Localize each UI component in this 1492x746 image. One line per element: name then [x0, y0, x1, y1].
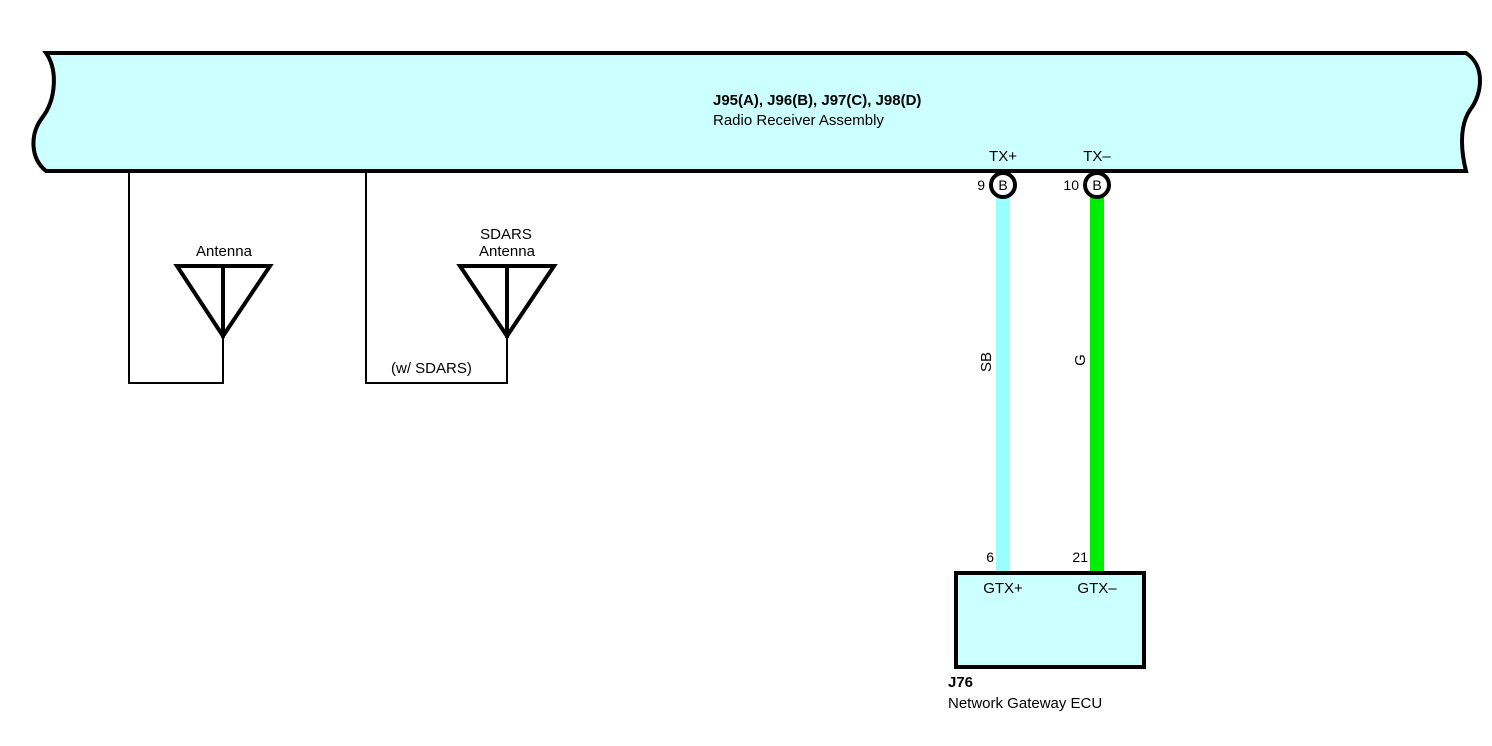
gateway-connector-label: J76 — [948, 674, 973, 691]
antenna-wire — [128, 171, 224, 384]
sdars-antenna-label-line2: Antenna — [479, 243, 536, 260]
pin-gtx-minus-label: GTX– — [1077, 580, 1117, 597]
antenna-label: Antenna — [196, 243, 253, 260]
pin-tx-plus-number: 9 — [977, 177, 985, 193]
sdars-antenna-circuit: SDARS Antenna (w/ SDARS) — [365, 171, 558, 384]
pin-gtx-plus-number: 6 — [986, 549, 994, 565]
pin-gtx-minus-number: 21 — [1072, 549, 1088, 565]
sdars-condition-label: (w/ SDARS) — [391, 360, 472, 377]
gateway-ecu-body — [954, 571, 1146, 669]
radio-receiver-body — [31, 51, 1482, 173]
sdars-antenna-label-line1: SDARS — [480, 226, 532, 243]
network-gateway-ecu: 6 21 GTX+ GTX– J76 Network Gateway ECU — [948, 549, 1146, 712]
radio-pin-tx-minus: TX– 10 B — [1063, 148, 1111, 199]
antenna-circuit: Antenna — [128, 171, 274, 384]
radio-receiver-assembly: J95(A), J96(B), J97(C), J98(D) Radio Rec… — [31, 51, 1482, 173]
pin-tx-minus-label: TX– — [1083, 148, 1111, 165]
radio-receiver-name: Radio Receiver Assembly — [713, 112, 884, 129]
pin-tx-plus-label: TX+ — [989, 148, 1017, 165]
connector-terminal-icon — [989, 171, 1017, 199]
wire-sb — [996, 196, 1010, 573]
sdars-antenna-wire — [365, 171, 508, 384]
wire-g-code: G — [1072, 354, 1089, 366]
radio-pin-tx-plus: TX+ 9 B — [977, 148, 1017, 199]
radio-connectors-label: J95(A), J96(B), J97(C), J98(D) — [713, 92, 921, 109]
connector-terminal-icon — [1083, 171, 1111, 199]
wire-g — [1090, 196, 1104, 573]
pin-tx-minus-number: 10 — [1063, 177, 1079, 193]
gateway-ecu-name: Network Gateway ECU — [948, 695, 1102, 712]
pin-gtx-plus-label: GTX+ — [983, 580, 1023, 597]
pin-tx-plus-connector: B — [998, 177, 1007, 193]
wire-sb-code: SB — [978, 352, 995, 372]
pin-tx-minus-connector: B — [1092, 177, 1101, 193]
